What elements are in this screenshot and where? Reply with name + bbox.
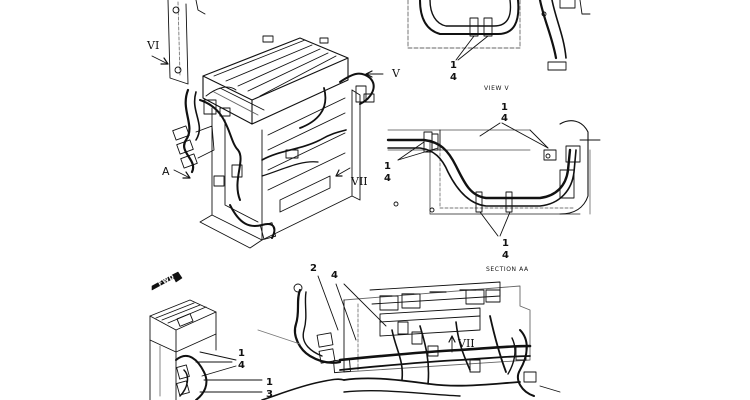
section-aa-callout-top-1: 1 [501,102,508,113]
callout-leaders-bottom-left [199,351,237,377]
section-arrow-a-label: A [162,165,170,178]
view-v-detail [407,0,591,71]
view-v-caption: VIEW V [484,85,510,92]
bottom-left-callout-1: 1 [238,348,245,359]
section-aa-caption: SECTION AA [486,266,529,273]
view-arrow-vi-label: VI [147,39,160,52]
view-arrow-vii-label: VII [351,175,368,188]
main-harness-assembly [257,275,561,400]
section-aa-callout-left-1: 1 [384,161,391,172]
fwd-detail-assembly [149,271,263,400]
battery-assembly-isometric [167,0,375,249]
bottom-left-callout-1b: 1 [266,377,273,388]
section-aa-callout-bottom-1: 1 [502,238,509,249]
section-aa-detail [386,120,601,237]
bottom-center-callout-4: 4 [331,270,338,281]
bottom-center-callout-2: 2 [310,263,317,274]
bottom-left-callout-3: 3 [266,389,273,400]
view-arrow-v-label: V [392,67,400,80]
bottom-center-view-arrow-vii: VII [458,337,475,350]
view-v-callout-4: 4 [450,72,457,83]
view-v-callout-1: 1 [450,60,457,71]
section-aa-callout-top-4: 4 [501,113,508,124]
bottom-left-callout-4: 4 [238,360,245,371]
section-aa-callout-left-4: 4 [384,173,391,184]
direction-arrow-icon [151,55,384,179]
section-aa-callout-bottom-4: 4 [502,250,509,261]
fwd-arrow-icon [151,271,183,291]
